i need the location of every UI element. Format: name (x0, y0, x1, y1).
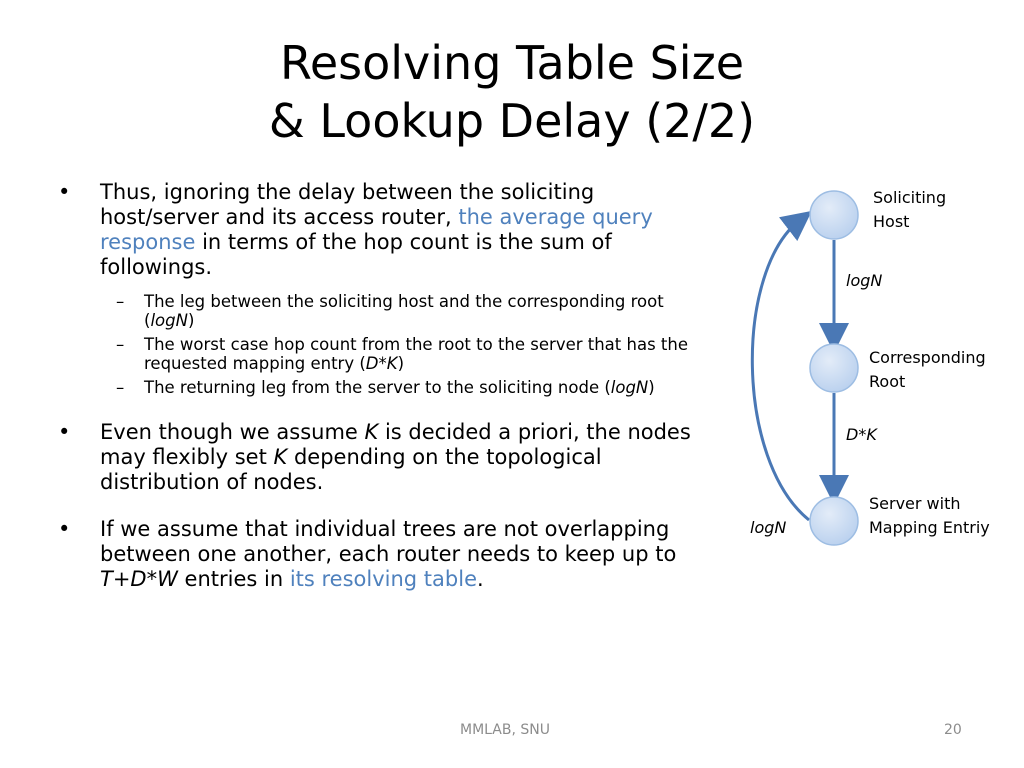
sub-bullet-text: The returning leg from the server to the… (144, 378, 719, 397)
highlight-average-query-response: the average query response (100, 205, 653, 254)
node-label-line: Host (873, 212, 910, 231)
formula: logN (150, 311, 188, 330)
text-run: The worst case hop count from the root t… (144, 335, 689, 373)
node-soliciting-host (809, 190, 859, 240)
node-label-line: Server with (869, 494, 961, 513)
text-run: ) (397, 354, 405, 373)
node-label-line: Soliciting (873, 188, 947, 207)
text-run: entries in (177, 567, 290, 591)
bullet-marker: • (58, 420, 71, 444)
text-run: ) (187, 311, 195, 330)
formula: D*K (365, 354, 398, 373)
edge-label-logn: logN (846, 271, 883, 290)
bullet-marker: • (58, 517, 71, 541)
bullet-average-query-response: • Thus, ignoring the delay between the s… (58, 180, 738, 280)
text-run: If we assume that individual trees are n… (100, 517, 677, 566)
node-label-soliciting-host: Soliciting Host (873, 186, 946, 234)
lookup-path-diagram: Soliciting Host Corresponding Root Serve… (740, 180, 1024, 560)
sub-bullet-marker: – (116, 378, 125, 397)
bullet-text: Thus, ignoring the delay between the sol… (100, 180, 710, 280)
text-run: . (477, 567, 484, 591)
diagram-svg (750, 190, 859, 546)
text-run: Thus, ignoring the delay between the sol… (100, 180, 595, 229)
edge-label-dk: D*K (846, 425, 877, 444)
text-run: is decided a priori, the nodes may flexi… (100, 420, 691, 469)
node-label-line: Root (869, 372, 906, 391)
sub-bullet-marker: – (116, 335, 125, 354)
formula: K (273, 445, 288, 469)
text-run: Even though we assume (100, 420, 365, 444)
sub-bullet-item: – The leg between the soliciting host an… (58, 292, 738, 330)
return-label-logn: logN (750, 518, 787, 537)
sub-bullet-text: The worst case hop count from the root t… (144, 335, 719, 373)
text-run: The leg between the soliciting host and … (144, 292, 664, 330)
sub-bullet-text: The leg between the soliciting host and … (144, 292, 719, 330)
return-arc-arrow (750, 210, 812, 522)
highlight-resolving-table: its resolving table (289, 567, 477, 591)
sub-bullet-item: – The returning leg from the server to t… (58, 378, 738, 397)
text-run: The returning leg from the server to the… (144, 378, 611, 397)
formula: logN (610, 378, 649, 397)
bullet-list: • Thus, ignoring the delay between the s… (58, 180, 738, 592)
node-label-corresponding-root: Corresponding Root (869, 346, 986, 394)
bullet-k-priori: • Even though we assume K is decided a p… (58, 420, 738, 495)
title-line-1: Resolving Table Size (279, 36, 745, 90)
node-label-server: Server with Mapping Entriy (869, 492, 990, 540)
bullet-resolving-table: • If we assume that individual trees are… (58, 517, 738, 592)
title-line-2: & Lookup Delay (2/2) (268, 94, 756, 148)
footer-text: MMLAB, SNU (460, 722, 550, 738)
node-corresponding-root (809, 343, 859, 393)
bullet-marker: • (58, 180, 71, 204)
formula: T+D*W (100, 567, 178, 591)
bullet-text: Even though we assume K is decided a pri… (100, 420, 710, 495)
text-run: in terms of the hop count is the sum of … (100, 230, 612, 279)
formula: K (364, 420, 379, 444)
node-label-line: Mapping Entriy (869, 518, 990, 537)
text-run: depending on the topological distributio… (100, 445, 602, 494)
text-run: ) (648, 378, 655, 397)
sub-bullet-item: – The worst case hop count from the root… (58, 335, 738, 373)
node-server (809, 496, 859, 546)
sub-bullet-marker: – (116, 292, 125, 311)
sub-bullet-list: – The leg between the soliciting host an… (58, 292, 738, 397)
bullet-text: If we assume that individual trees are n… (100, 517, 710, 592)
slide-title: Resolving Table Size & Lookup Delay (2/2… (0, 34, 1024, 150)
page-number: 20 (944, 722, 962, 738)
node-label-line: Corresponding (869, 348, 986, 367)
